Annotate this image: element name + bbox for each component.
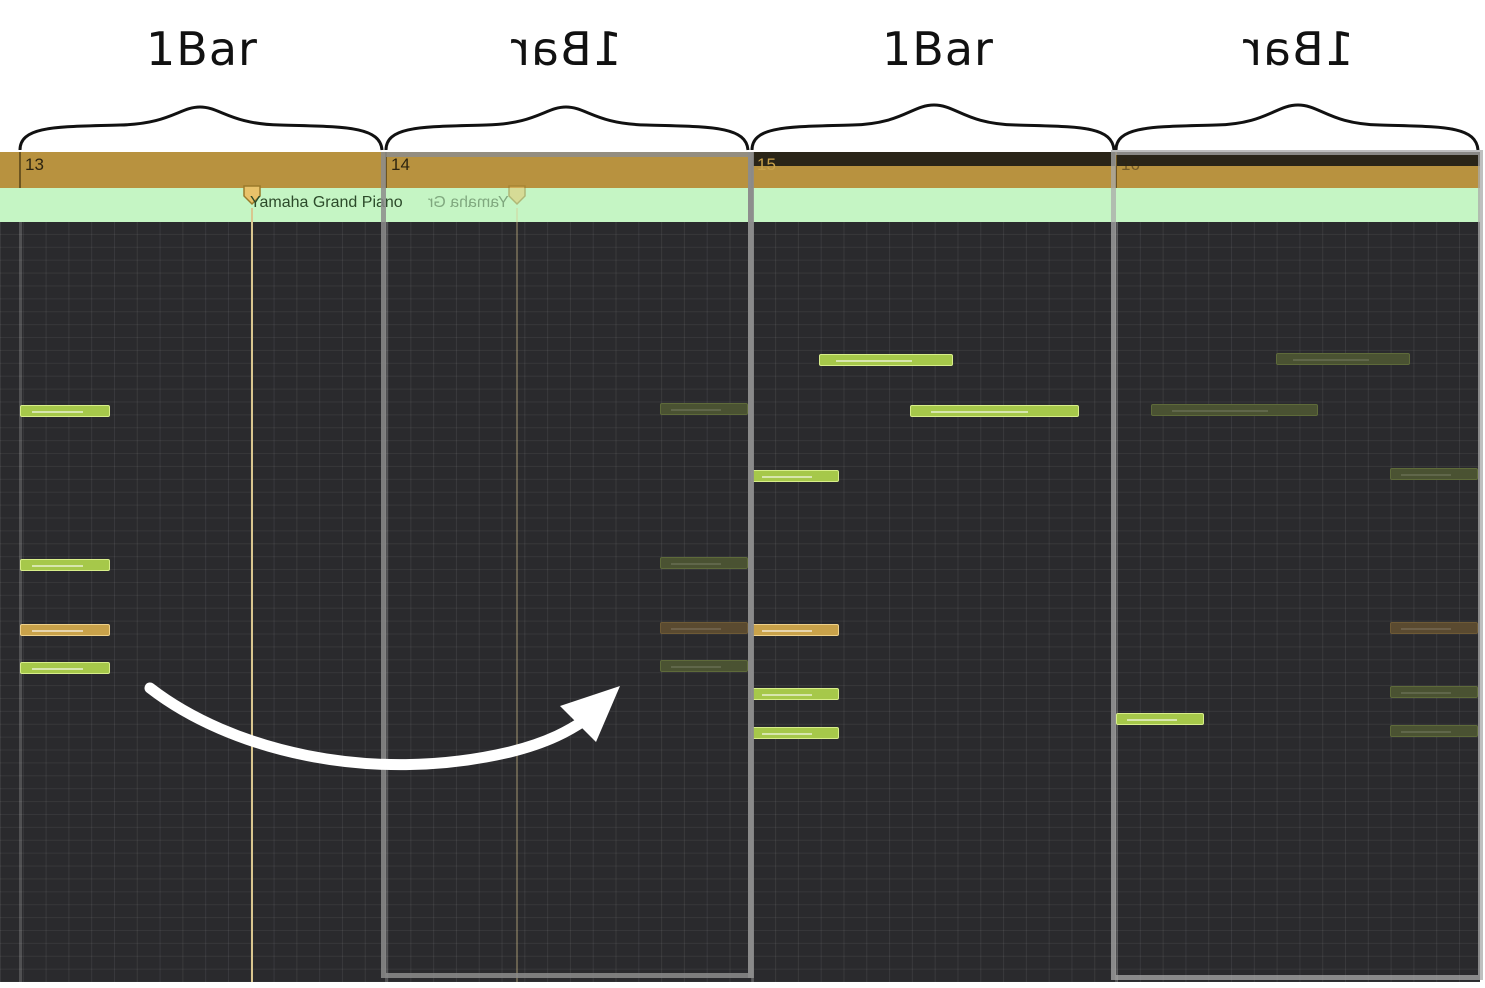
ruler-tick-13 xyxy=(19,152,21,188)
note[interactable] xyxy=(751,727,839,739)
note[interactable] xyxy=(910,405,1079,417)
curved-arrow-right-icon xyxy=(144,682,620,771)
bar-number-15: 15 xyxy=(757,155,776,174)
ghost-note xyxy=(660,622,748,634)
ghost-note xyxy=(660,557,748,569)
note[interactable] xyxy=(751,470,839,482)
ghost-note xyxy=(1276,353,1410,365)
bar-ruler[interactable]: 13 14 15 16 xyxy=(0,152,1480,188)
ghost-note xyxy=(1151,404,1318,416)
ghost-note xyxy=(1390,725,1478,737)
brace-2 xyxy=(384,105,750,151)
note[interactable] xyxy=(751,688,839,700)
bar-label-3: 1Bar xyxy=(882,22,994,76)
bar-number-14: 14 xyxy=(391,155,410,174)
note[interactable] xyxy=(20,624,110,636)
note[interactable] xyxy=(819,354,953,366)
playhead-line-ghost xyxy=(516,208,518,982)
note[interactable] xyxy=(20,662,110,674)
ghost-note xyxy=(1390,686,1478,698)
note[interactable] xyxy=(1116,713,1204,725)
brace-3 xyxy=(750,103,1116,151)
note[interactable] xyxy=(20,405,110,417)
note[interactable] xyxy=(20,559,110,571)
playhead-marker-icon[interactable] xyxy=(242,184,262,206)
playhead-line xyxy=(251,208,253,982)
note[interactable] xyxy=(751,624,839,636)
ruler-tick-14 xyxy=(385,152,387,188)
region-header[interactable]: Yamaha Grand Piano Yamaha Gr xyxy=(0,185,1480,223)
bar-14-frame xyxy=(381,152,753,978)
ghost-note xyxy=(1390,622,1478,634)
bar-number-16: 16 xyxy=(1121,155,1140,174)
bar-label-2: 1Bar xyxy=(510,22,622,76)
bar-line-16 xyxy=(1115,222,1118,982)
region-name: Yamaha Grand Piano xyxy=(250,194,403,211)
bar-15-separator xyxy=(748,152,754,978)
brace-1 xyxy=(18,105,384,151)
bar-line-13 xyxy=(19,222,22,982)
ghost-note xyxy=(660,403,748,415)
bar-16-frame xyxy=(1111,150,1483,980)
ghost-note xyxy=(660,660,748,672)
bar-number-13: 13 xyxy=(25,155,44,174)
playhead-marker-ghost-icon xyxy=(508,185,526,206)
bar-line-14 xyxy=(385,222,388,982)
bar-braces xyxy=(18,103,1480,151)
ruler-tick-16 xyxy=(1115,152,1117,188)
ghost-note xyxy=(1390,468,1478,480)
bar-label-4: 1Bar xyxy=(1242,22,1354,76)
brace-4 xyxy=(1114,103,1480,151)
piano-roll-grid[interactable] xyxy=(0,208,1480,982)
bar-label-1: 1Bar xyxy=(146,22,258,76)
